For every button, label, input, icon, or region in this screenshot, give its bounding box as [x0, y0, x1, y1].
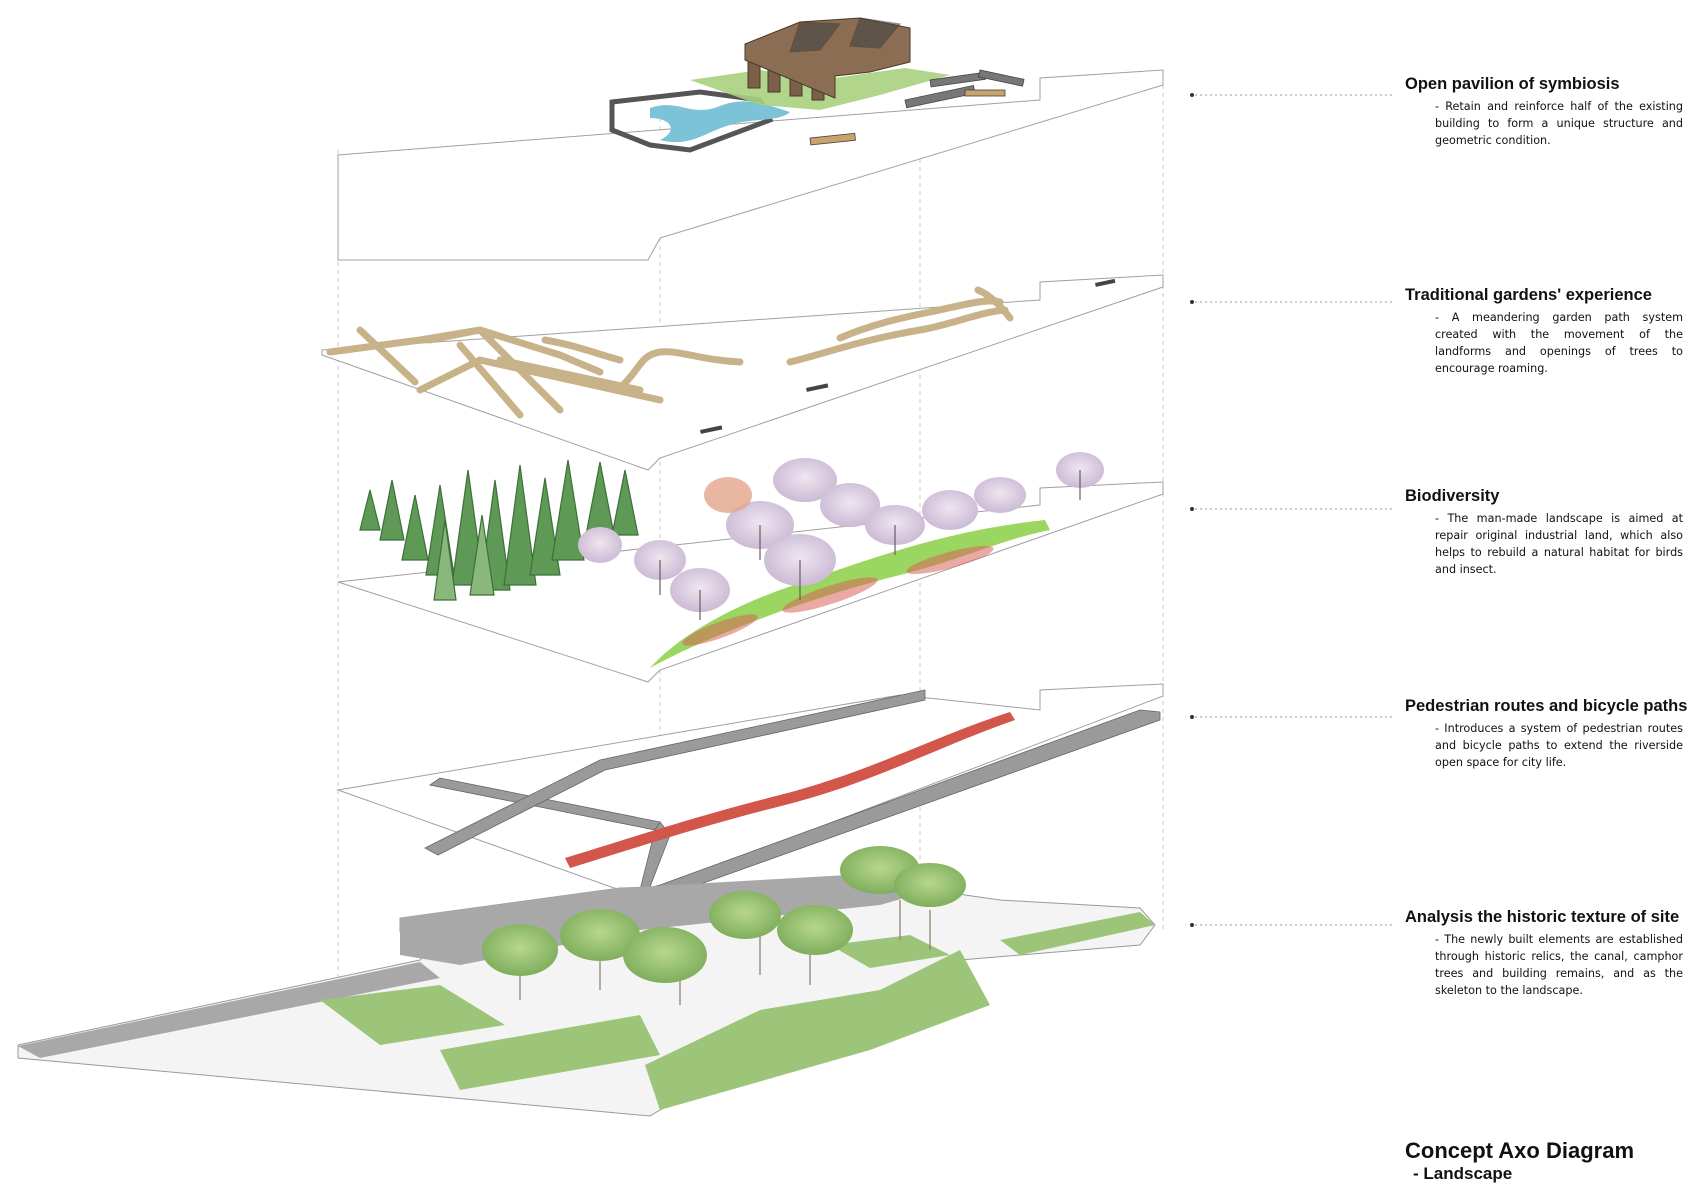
layer-description: - Retain and reinforce half of the exist… [1435, 100, 1683, 147]
conifer-trees [359, 459, 639, 601]
layer-title: Pedestrian routes and bicycle paths [1405, 697, 1688, 715]
diagram-title: Concept Axo Diagram [1405, 1138, 1635, 1163]
diagram-subtitle: - Landscape [1413, 1164, 1513, 1183]
layer-label-gardens: Traditional gardens' experience - A mean… [1405, 286, 1683, 377]
layer-label-routes: Pedestrian routes and bicycle paths - In… [1405, 697, 1688, 771]
layer-routes [336, 683, 1164, 903]
layer-title: Analysis the historic texture of site [1405, 908, 1680, 926]
layer-title: Traditional gardens' experience [1405, 286, 1652, 304]
layer-label-site: Analysis the historic texture of site - … [1405, 908, 1683, 999]
layer-title: Open pavilion of symbiosis [1405, 75, 1620, 93]
layer-description: - The man-made landscape is aimed at rep… [1435, 512, 1683, 576]
layer-description: - Introduces a system of pedestrian rout… [1435, 722, 1683, 769]
pavilion-building [744, 17, 911, 101]
layer-label-pavilion: Open pavilion of symbiosis - Retain and … [1405, 75, 1683, 149]
flower-strip [682, 546, 994, 646]
layer-description: - The newly built elements are establish… [1435, 933, 1683, 997]
layer-title: Biodiversity [1405, 487, 1500, 505]
layer-garden-paths [321, 274, 1164, 471]
layer-pavilion [337, 17, 1164, 261]
layer-site [17, 846, 1156, 1117]
layer-label-biodiversity: Biodiversity - The man-made landscape is… [1405, 487, 1683, 578]
layer-biodiversity [337, 452, 1164, 683]
layer-description: - A meandering garden path system create… [1435, 311, 1683, 375]
bike-path [565, 712, 1015, 868]
camphor-trees [482, 846, 966, 1005]
canal-water [650, 101, 790, 143]
